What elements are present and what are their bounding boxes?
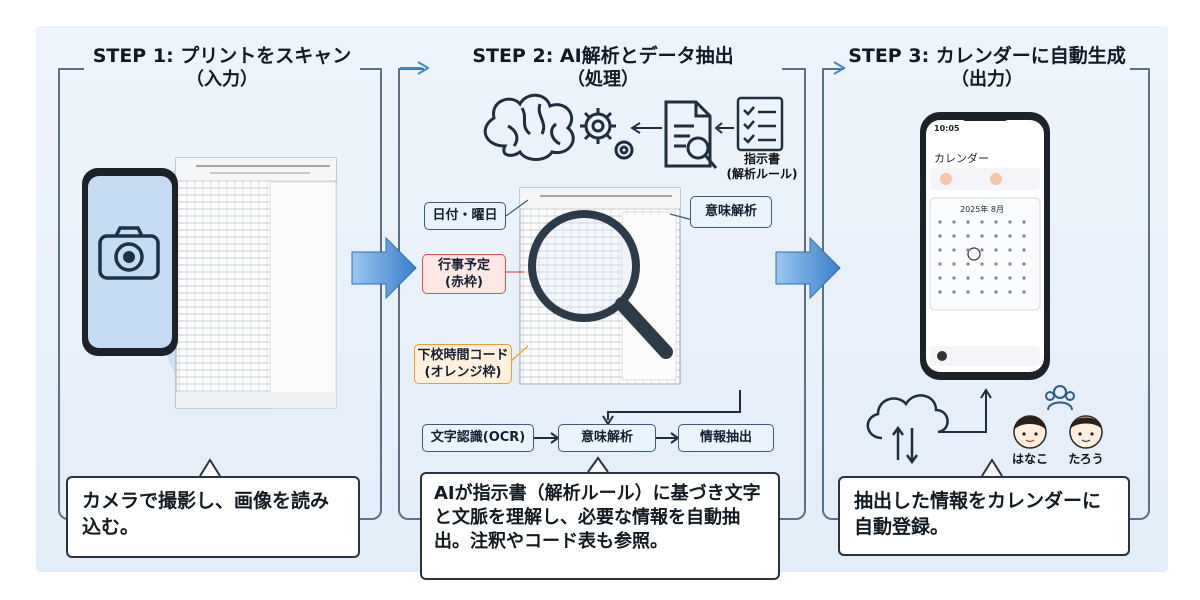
calendar-day xyxy=(1022,220,1026,224)
step1-description: カメラで撮影し、画像を読み込む。 xyxy=(66,476,360,558)
phone-step3 xyxy=(920,112,1050,380)
calendar-day xyxy=(980,290,984,294)
panel-arrow-1 xyxy=(400,61,430,75)
calendar-day xyxy=(980,262,984,266)
panel-arrow-2 xyxy=(833,61,846,75)
calendar-day xyxy=(994,276,998,280)
analyzed-print-document xyxy=(519,187,681,385)
tag-code: 下校時間コード (オレンジ枠) xyxy=(414,344,512,384)
user-group-icon xyxy=(1045,385,1075,411)
arrow-doc-to-gears xyxy=(630,122,662,134)
calendar-day xyxy=(1008,262,1012,266)
arrow-rules-to-doc xyxy=(714,122,734,134)
calendar-day xyxy=(980,234,984,238)
flow-ocr: 文字認識(OCR) xyxy=(422,424,534,452)
tag-event: 行事予定 (赤枠) xyxy=(422,254,506,294)
calendar-day xyxy=(952,262,956,266)
calendar-day xyxy=(966,234,970,238)
calendar-day xyxy=(938,262,942,266)
calendar-day xyxy=(980,276,984,280)
document-search-icon xyxy=(664,100,718,169)
magnifier-icon xyxy=(528,210,673,359)
calendar-grid xyxy=(938,220,1026,294)
avatar-taro xyxy=(1069,415,1103,449)
flow-semantic: 意味解析 xyxy=(558,424,656,452)
calendar-day xyxy=(994,248,998,252)
calendar-day xyxy=(1008,234,1012,238)
calendar-day xyxy=(938,276,942,280)
big-arrow-2 xyxy=(775,236,841,300)
calendar-day xyxy=(938,220,942,224)
calendar-day xyxy=(1008,220,1012,224)
phone-app-title: カレンダー xyxy=(934,152,989,165)
calendar-day xyxy=(1022,248,1026,252)
calendar-day xyxy=(952,248,956,252)
calendar-day xyxy=(1022,290,1026,294)
calendar-day xyxy=(966,262,970,266)
calendar-day xyxy=(1008,276,1012,280)
tag-semantic-analysis: 意味解析 xyxy=(690,196,772,228)
school-print-document xyxy=(175,157,337,409)
flow-connectors xyxy=(534,390,741,444)
phone-month-label: 2025年 8月 xyxy=(960,205,1004,214)
calendar-day xyxy=(1022,276,1026,280)
calendar-day xyxy=(952,220,956,224)
calendar-day xyxy=(994,290,998,294)
calendar-day xyxy=(938,290,942,294)
step2-title: STEP 2: AI解析とデータ抽出 （処理） xyxy=(472,45,734,90)
checklist-icon xyxy=(736,96,784,152)
user-name-hanako: はなこ xyxy=(1011,452,1048,466)
calendar-day xyxy=(966,276,970,280)
user-name-taro: たろう xyxy=(1068,452,1104,466)
camera-icon xyxy=(98,226,160,280)
tag-date: 日付・曜日 xyxy=(424,202,506,230)
calendar-day xyxy=(966,220,970,224)
calendar-day xyxy=(980,248,984,252)
calendar-day xyxy=(1008,248,1012,252)
flow-extract: 情報抽出 xyxy=(678,424,774,452)
step2-description: AIが指示書（解析ルール）に基づき文字と文脈を理解し、必要な情報を自動抽出。注釈… xyxy=(420,472,780,580)
calendar-day xyxy=(980,220,984,224)
cloud-sync-icon xyxy=(866,394,949,465)
gears-icon xyxy=(580,108,634,160)
calendar-day xyxy=(1022,262,1026,266)
step3-title: STEP 3: カレンダーに自動生成 （出力） xyxy=(848,45,1126,90)
big-arrow-1 xyxy=(351,236,417,300)
calendar-day xyxy=(994,262,998,266)
instructions-label: 指示書 (解析ルール) xyxy=(726,152,798,181)
calendar-day xyxy=(994,234,998,238)
calendar-day xyxy=(994,220,998,224)
calendar-day xyxy=(1022,234,1026,238)
calendar-day xyxy=(952,290,956,294)
calendar-day xyxy=(952,234,956,238)
step3-description: 抽出した情報をカレンダーに自動登録。 xyxy=(838,476,1130,556)
calendar-day xyxy=(1008,290,1012,294)
calendar-day xyxy=(952,276,956,280)
calendar-day xyxy=(966,248,970,252)
brain-icon xyxy=(483,93,575,161)
calendar-day xyxy=(966,290,970,294)
calendar-day xyxy=(938,234,942,238)
avatar-hanako xyxy=(1013,415,1047,449)
calendar-day xyxy=(938,248,942,252)
step1-title: STEP 1: プリントをスキャン （入力） xyxy=(92,45,352,90)
cloud-to-phone-connector xyxy=(940,388,992,433)
phone-time: 10:05 xyxy=(934,124,960,133)
